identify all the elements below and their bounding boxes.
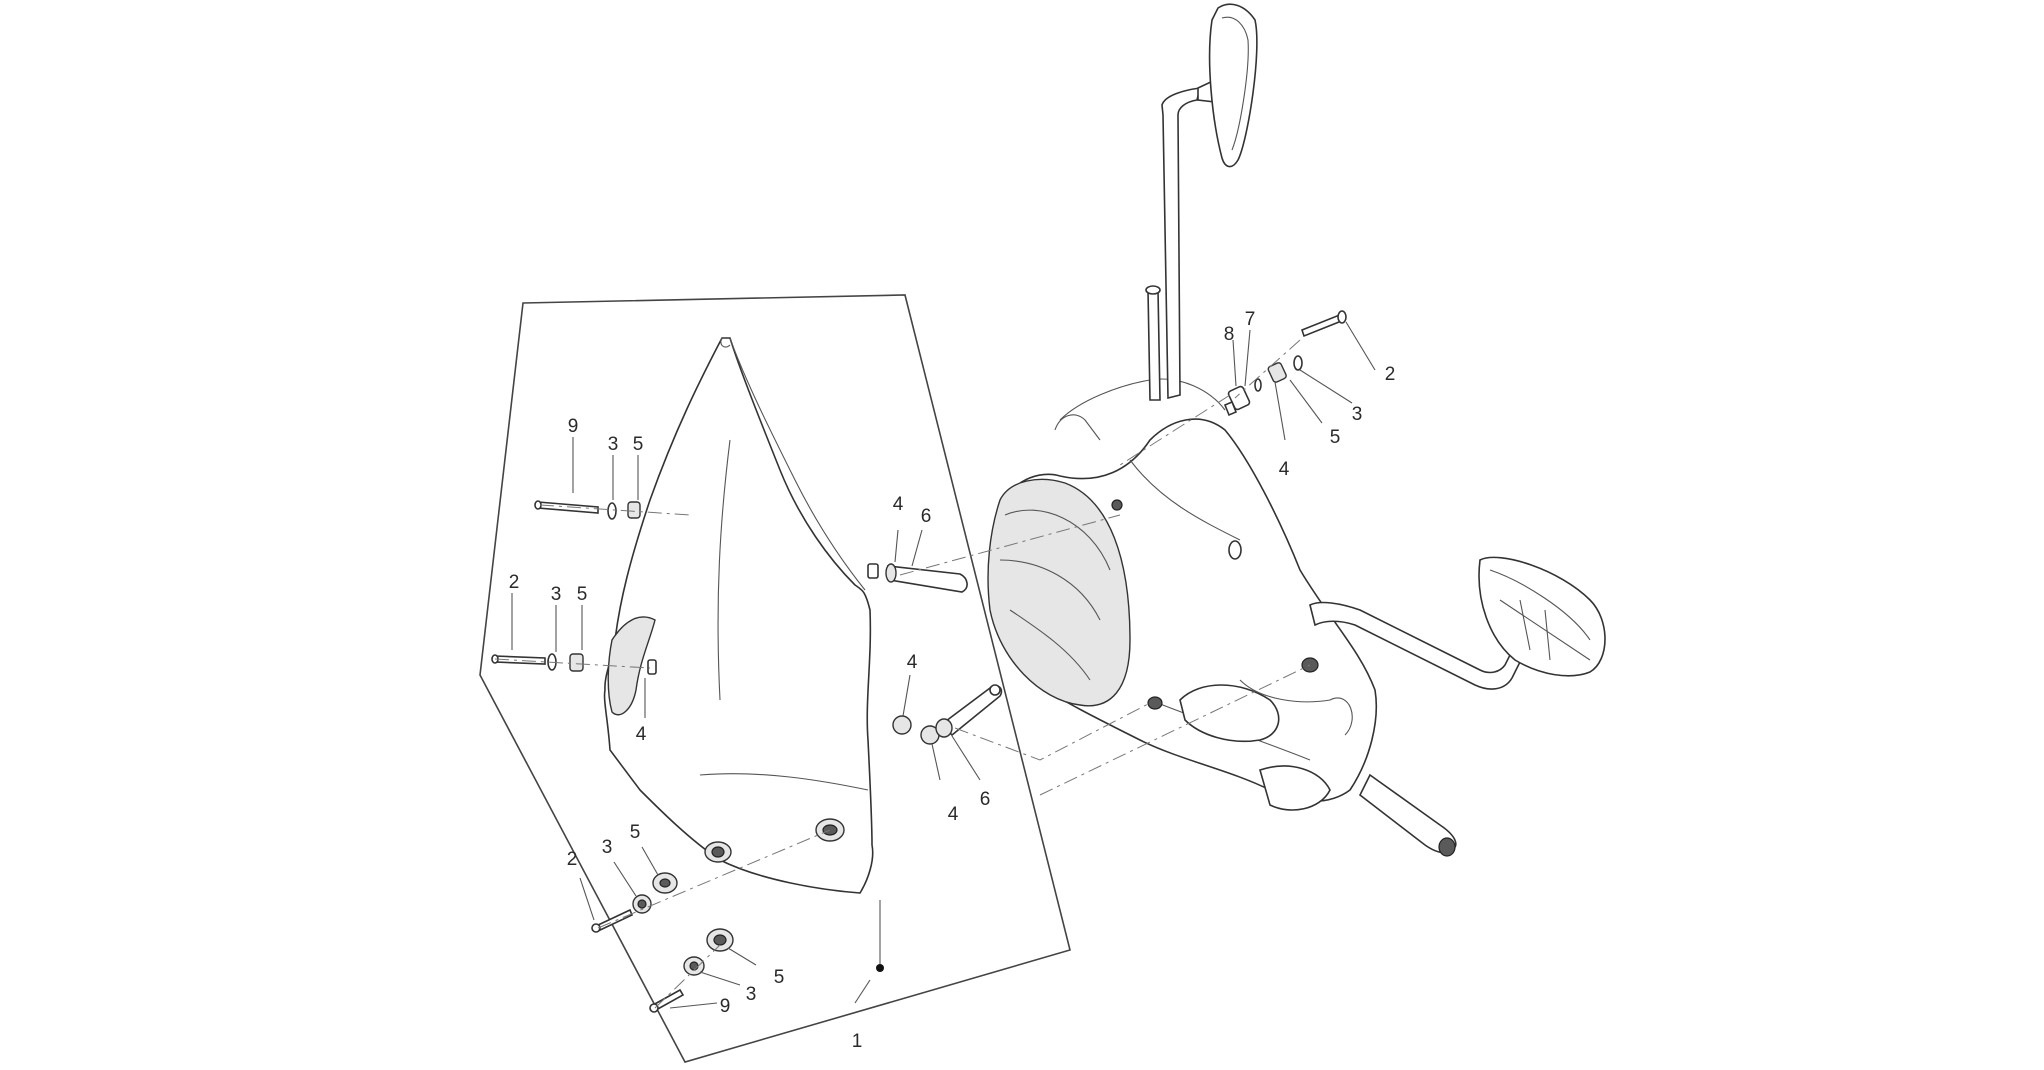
- windshield: [603, 337, 874, 894]
- callout-5: 5: [1330, 427, 1341, 448]
- callout-6: 6: [921, 506, 932, 527]
- hardware-right: [1223, 310, 1347, 417]
- callout-6: 6: [980, 789, 991, 810]
- headlight-handlebar-cover: [987, 378, 1378, 811]
- alignment-lines: [494, 339, 1311, 1009]
- left-mirror: [1145, 3, 1258, 401]
- right-mirror: [1309, 556, 1606, 857]
- hardware-brackets: [867, 563, 1003, 745]
- callout-3: 3: [746, 984, 757, 1005]
- callout-8: 8: [1224, 324, 1235, 345]
- callout-3: 3: [608, 434, 619, 455]
- windshield-assembly-frame: [479, 294, 1071, 1063]
- callout-2: 2: [509, 572, 520, 593]
- callout-3: 3: [602, 837, 613, 858]
- callout-4: 4: [893, 494, 904, 515]
- callout-2: 2: [567, 849, 578, 870]
- callout-4: 4: [1279, 459, 1290, 480]
- callout-7: 7: [1245, 309, 1256, 330]
- leader-lines: [511, 321, 1376, 1009]
- callout-3: 3: [1352, 404, 1363, 425]
- callout-9: 9: [720, 996, 731, 1017]
- callout-5: 5: [774, 967, 785, 988]
- callout-4: 4: [907, 652, 918, 673]
- callout-5: 5: [630, 822, 641, 843]
- callout-1: 1: [852, 1031, 863, 1052]
- callout-3: 3: [551, 584, 562, 605]
- hardware-left: [491, 500, 734, 1013]
- callout-4: 4: [636, 724, 647, 745]
- callout-5: 5: [633, 434, 644, 455]
- reference-dot: [876, 964, 884, 972]
- callout-4: 4: [948, 804, 959, 825]
- callout-2: 2: [1385, 364, 1396, 385]
- callout-labels: 9 3 5 2 3 5 4 4 6 4 4 6 2 3 5 5 3 9 1 8 …: [509, 309, 1396, 1052]
- callout-9: 9: [568, 416, 579, 437]
- callout-5: 5: [577, 584, 588, 605]
